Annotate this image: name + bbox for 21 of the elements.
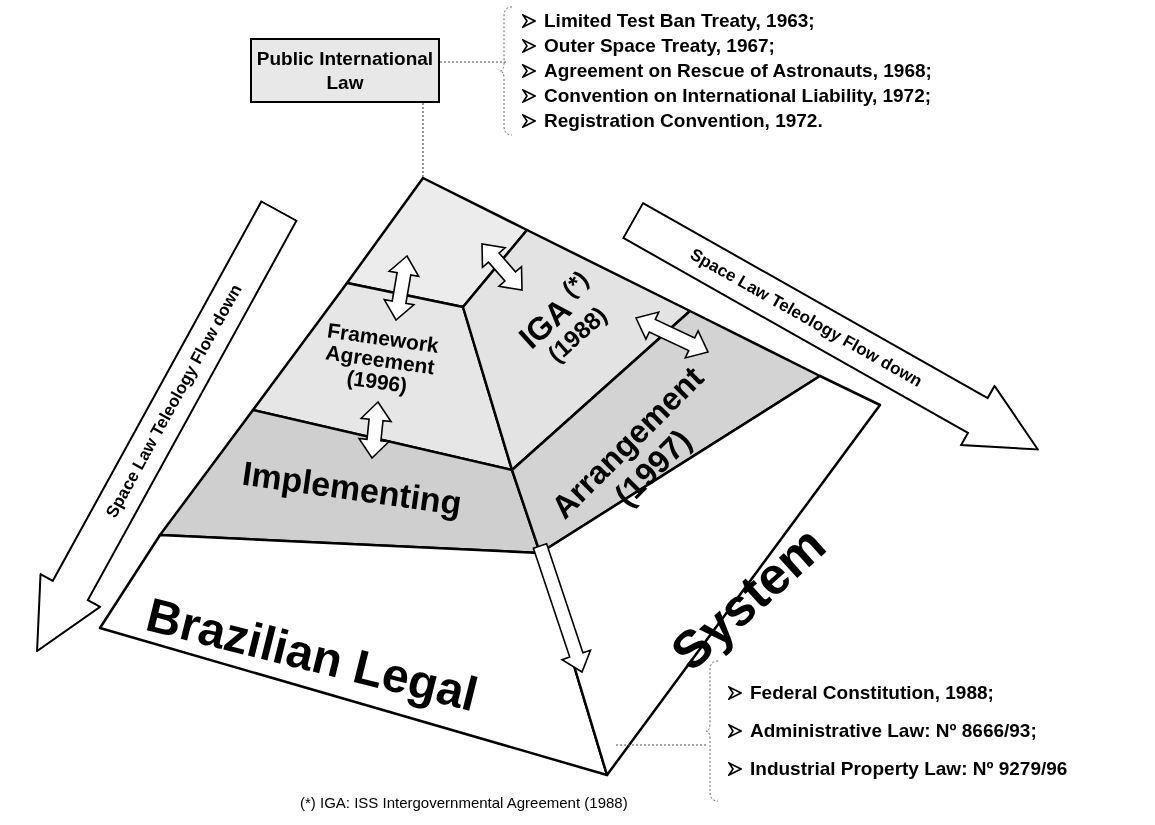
footnote: (*) IGA: ISS Intergovernmental Agreement (1988) (300, 793, 629, 813)
list-item: Industrial Property Law: Nº 9279/96 (750, 756, 1068, 781)
band-label: Framework Agreement (1996) (323, 318, 442, 399)
double-arrow (382, 254, 421, 322)
list-item: Agreement on Rescue of Astronauts, 1968; (544, 58, 932, 83)
double-arrow (634, 310, 710, 360)
list-item: Limited Test Ban Treaty, 1963; (544, 8, 815, 33)
box-label: Public International Law (255, 46, 435, 95)
double-arrow (481, 243, 523, 291)
dotted-connector (439, 61, 507, 63)
double-arrow (357, 400, 393, 460)
dotted-connector (614, 744, 707, 746)
dotted-connector (422, 102, 424, 179)
list-item: Registration Convention, 1972. (544, 108, 823, 133)
list-item: Federal Constitution, 1988; (750, 680, 994, 705)
block-arrow (532, 542, 592, 674)
law-box (250, 38, 440, 103)
list-item: Administrative Law: Nº 8666/93; (750, 718, 1037, 743)
band-label: Brazilian Legal (141, 587, 483, 723)
list-item: Convention on International Liability, 1972; (544, 83, 932, 108)
list-item: Outer Space Treaty, 1967; (544, 33, 775, 58)
